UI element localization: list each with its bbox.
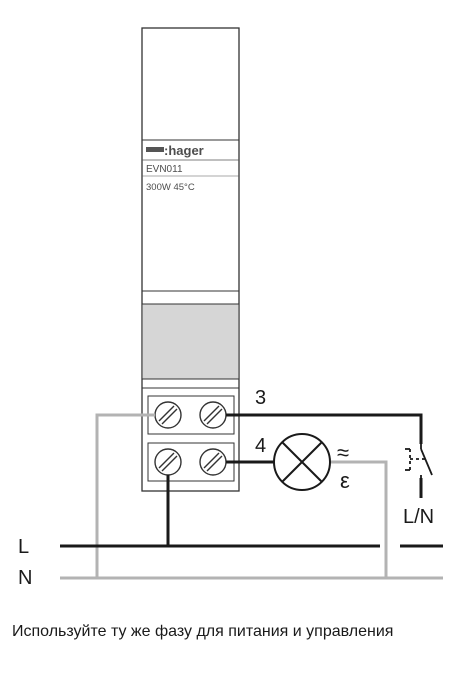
- screw-lower-right: [199, 448, 227, 476]
- pushbutton-icon: [405, 444, 433, 478]
- screw-lower-left: [154, 448, 182, 476]
- screw-upper-right: [199, 401, 227, 429]
- terminal-label-4: 4: [255, 435, 266, 457]
- phase-line-label: L: [18, 536, 29, 558]
- phase-wiring: [60, 413, 443, 548]
- model-number: EVN011: [146, 164, 183, 175]
- brand-mark-bar: [146, 147, 164, 152]
- terminal-label-3: 3: [255, 387, 266, 409]
- screw-upper-left: [154, 401, 182, 429]
- wiring-diagram: :hager EVN011 300W 45°C: [18, 27, 443, 589]
- neutral-wire-left: [95, 413, 155, 578]
- neutral-wiring: [60, 413, 443, 580]
- device-window: [141, 303, 240, 380]
- rating-text: 300W 45°C: [146, 182, 195, 193]
- energy-symbol: ε: [340, 468, 350, 493]
- brand-name: :hager: [164, 143, 204, 158]
- neutral-wire-lamp: [330, 460, 388, 578]
- device-module: :hager EVN011 300W 45°C: [141, 27, 240, 492]
- dimmable-symbol: ≈: [337, 440, 349, 465]
- lamp-cross-icon: [273, 433, 331, 491]
- instruction-caption: Используйте ту же фазу для питания и упр…: [12, 623, 394, 640]
- neutral-line-label: N: [18, 567, 32, 589]
- pushbutton-label: L/N: [403, 506, 434, 528]
- control-wire-3: [226, 413, 423, 444]
